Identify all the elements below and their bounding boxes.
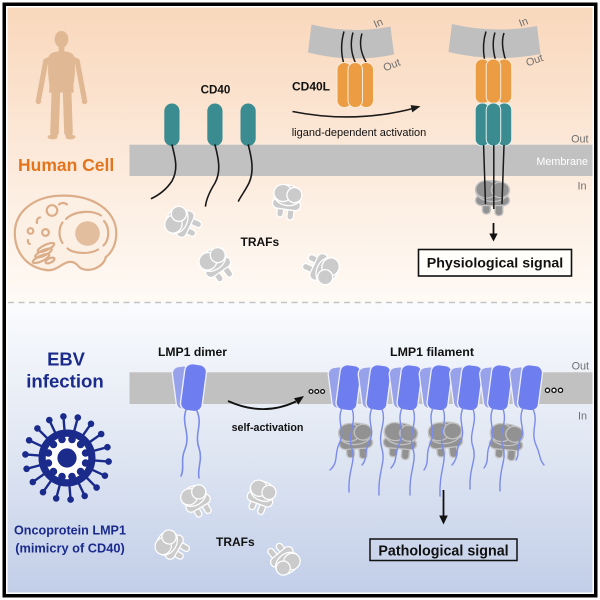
svg-text:Membrane: Membrane [536, 156, 588, 168]
svg-text:TRAFs: TRAFs [241, 235, 280, 249]
svg-text:ligand-dependent activation: ligand-dependent activation [292, 127, 427, 139]
svg-text:Human Cell: Human Cell [18, 155, 114, 175]
svg-text:LMP1 filament: LMP1 filament [390, 345, 474, 359]
svg-text:In: In [372, 16, 385, 31]
svg-text:LMP1 dimer: LMP1 dimer [158, 345, 227, 359]
svg-text:EBV: EBV [47, 349, 86, 370]
svg-text:In: In [577, 181, 586, 193]
svg-text:Oncoprotein LMP1: Oncoprotein LMP1 [14, 524, 126, 538]
svg-text:Out: Out [524, 52, 544, 69]
svg-text:In: In [578, 411, 587, 423]
svg-text:self-activation: self-activation [232, 422, 304, 434]
svg-text:Physiological signal: Physiological signal [427, 256, 563, 272]
svg-text:CD40L: CD40L [292, 80, 330, 94]
svg-text:infection: infection [26, 371, 103, 392]
svg-text:(mimicry of CD40): (mimicry of CD40) [15, 541, 125, 556]
svg-text:Out: Out [571, 134, 588, 146]
svg-text:Out: Out [572, 361, 589, 373]
svg-text:CD40: CD40 [201, 84, 231, 97]
svg-text:Pathological signal: Pathological signal [378, 544, 508, 560]
svg-text:In: In [517, 15, 530, 29]
svg-text:TRAFs: TRAFs [216, 535, 255, 549]
